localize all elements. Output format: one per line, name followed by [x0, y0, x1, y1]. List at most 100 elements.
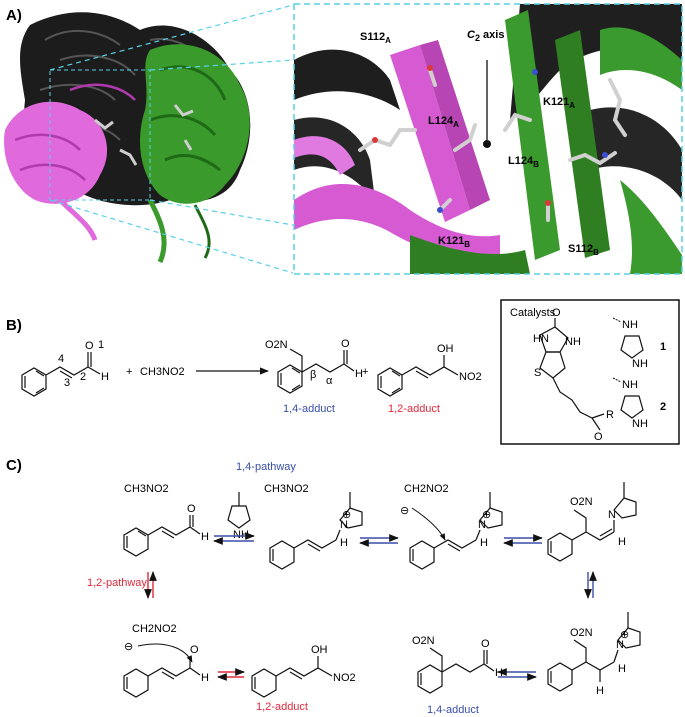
- svg-text:H: H: [480, 537, 488, 549]
- svg-text:O2N: O2N: [412, 635, 435, 647]
- svg-text:S: S: [534, 367, 541, 379]
- svg-text:O: O: [594, 431, 603, 443]
- panel-a-label: A): [6, 7, 22, 24]
- iminium-2: O2N H N ⊕ H: [547, 612, 641, 697]
- svg-text:NH: NH: [632, 418, 648, 430]
- svg-text:NH: NH: [632, 358, 648, 370]
- svg-text:NH: NH: [622, 319, 638, 331]
- adduct-14-label: 1,4-adduct: [283, 403, 335, 415]
- svg-text:⊕: ⊕: [620, 629, 629, 641]
- equilibrium-arrow-4: [584, 571, 597, 599]
- svg-text:3: 3: [64, 377, 70, 389]
- svg-text:CH3NO2: CH3NO2: [264, 483, 309, 495]
- svg-text:NO2: NO2: [333, 672, 356, 684]
- svg-text:O2N: O2N: [570, 627, 593, 639]
- adduct-14-product: O2N O H: [412, 635, 503, 694]
- zoom-connector: [49, 4, 294, 274]
- svg-text:H: H: [495, 667, 503, 679]
- svg-text:N: N: [478, 519, 486, 531]
- svg-text:H: H: [201, 672, 209, 684]
- pathway-12-label: 1,2-pathway: [87, 577, 147, 589]
- svg-text:O: O: [552, 307, 561, 319]
- svg-text:H: H: [355, 368, 363, 380]
- plus-sign: +: [126, 366, 132, 378]
- equilibrium-arrow-12: [144, 571, 157, 599]
- cinnamaldehyde-c1: O H: [123, 503, 209, 557]
- residue-label: S112A: [360, 31, 391, 45]
- zoom-panel: [293, 3, 683, 275]
- residue-label: S112B: [568, 243, 599, 257]
- svg-text:β: β: [310, 369, 316, 381]
- iminium-1: CH3NO2 N ⊕ H: [264, 483, 363, 570]
- residue-label: L124A: [428, 115, 459, 129]
- svg-text:N: N: [340, 519, 348, 531]
- svg-text:4: 4: [58, 353, 64, 365]
- svg-text:R: R: [606, 409, 614, 421]
- svg-text:O: O: [481, 638, 490, 650]
- svg-text:⊕: ⊕: [482, 509, 491, 521]
- residue-label: K121A: [543, 96, 575, 110]
- adduct-12-structure: OH NO2: [377, 343, 482, 397]
- residue-labels: S112A L124A K121A L124B K121B S112B: [360, 31, 599, 257]
- svg-text:N: N: [616, 639, 624, 651]
- svg-text:O2N: O2N: [265, 339, 288, 351]
- equilibrium-arrow-3: [503, 534, 543, 547]
- residue-label: L124B: [508, 155, 539, 169]
- svg-text:⊖: ⊖: [400, 505, 409, 517]
- panel-c-label: C): [6, 457, 22, 474]
- svg-text:OH: OH: [311, 644, 328, 656]
- svg-text:2: 2: [660, 401, 666, 413]
- equilibrium-arrow-6: [217, 668, 245, 681]
- svg-text:NH: NH: [565, 336, 581, 348]
- svg-text:OH: OH: [437, 343, 454, 355]
- svg-text:O: O: [190, 644, 199, 656]
- svg-text:2: 2: [80, 371, 86, 383]
- svg-text:H: H: [596, 685, 604, 697]
- pathway-14-label: 1,4-pathway: [236, 461, 296, 473]
- svg-text:C2 axis: C2 axis: [467, 29, 504, 43]
- svg-text:HN: HN: [533, 333, 549, 345]
- attack-intermediate: CH2NO2 ⊖ N ⊕ H: [400, 483, 503, 570]
- cinnamaldehyde-structure: O H 1 2 3 4: [21, 339, 109, 397]
- svg-text:NH: NH: [233, 529, 249, 541]
- svg-text:1: 1: [660, 341, 666, 353]
- svg-text:H: H: [101, 371, 109, 383]
- enamine: O2N N H: [547, 482, 637, 562]
- amine-catalyst: NH: [227, 492, 251, 541]
- cinnamaldehyde-c2: CH2NO2 ⊖ O H: [123, 623, 209, 698]
- svg-text:⊕: ⊕: [342, 509, 351, 521]
- svg-text:O: O: [187, 503, 196, 515]
- equilibrium-arrow-5: [497, 668, 537, 681]
- svg-text:⊖: ⊖: [124, 641, 133, 653]
- svg-text:H: H: [618, 663, 626, 675]
- nitromethane-c: CH3NO2: [124, 483, 169, 495]
- svg-text:CH2NO2: CH2NO2: [132, 623, 177, 635]
- svg-text:N: N: [608, 509, 616, 521]
- svg-text:CH2NO2: CH2NO2: [404, 483, 449, 495]
- catalysts-box: Catalysts O HN NH S O R NH NH 1 NH NH 2: [500, 299, 680, 445]
- svg-text:1: 1: [98, 339, 104, 351]
- panel-b-label: B): [6, 317, 22, 334]
- adduct-14-label-c: 1,4-adduct: [427, 704, 479, 716]
- axis-label: C2 axis: [467, 29, 504, 43]
- svg-text:α: α: [326, 375, 333, 387]
- adduct-12-label-c: 1,2-adduct: [256, 701, 308, 713]
- plus-sign-2: +: [362, 366, 368, 378]
- adduct-14-structure: O2N O H β α: [265, 338, 363, 394]
- svg-text:NH: NH: [622, 379, 638, 391]
- equilibrium-arrow-1: [213, 532, 255, 545]
- svg-text:H: H: [201, 531, 209, 543]
- svg-text:H: H: [618, 536, 626, 548]
- protein-overview: [4, 12, 251, 264]
- svg-text:O: O: [341, 338, 350, 350]
- svg-text:O2N: O2N: [570, 496, 593, 508]
- svg-text:O: O: [85, 340, 94, 352]
- residue-label: K121B: [438, 235, 470, 249]
- nitromethane-label: CH3NO2: [140, 366, 185, 378]
- adduct-12-label: 1,2-adduct: [388, 403, 440, 415]
- equilibrium-arrow-2: [359, 534, 399, 547]
- adduct-12-product: OH NO2: [251, 644, 356, 698]
- svg-text:Catalysts: Catalysts: [510, 307, 556, 319]
- svg-text:NO2: NO2: [459, 371, 482, 383]
